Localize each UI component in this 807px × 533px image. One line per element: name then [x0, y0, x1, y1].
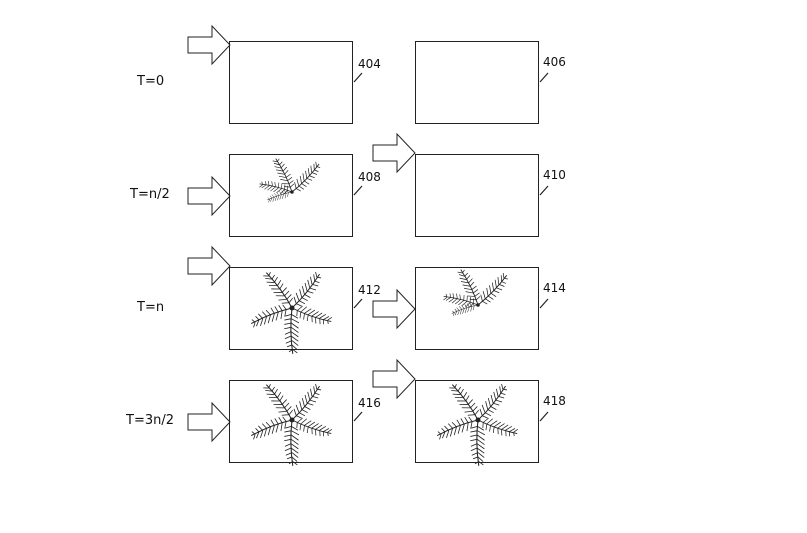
ref-416: 416	[358, 396, 381, 410]
ref-410: 410	[543, 168, 566, 182]
row-label-t-three-half: T=3n/2	[126, 413, 174, 428]
plant-full-418	[436, 379, 520, 467]
row-label-t-half: T=n/2	[130, 187, 170, 202]
frame-414	[415, 267, 539, 350]
frame-412	[229, 267, 353, 350]
arrow-row1-left	[187, 25, 231, 65]
frame-410	[415, 154, 539, 237]
leader-414	[539, 298, 549, 309]
ref-408: 408	[358, 170, 381, 184]
ref-418: 418	[543, 394, 566, 408]
leader-412	[353, 298, 363, 309]
ref-404: 404	[358, 57, 381, 71]
leader-404	[353, 72, 363, 83]
ref-412: 412	[358, 283, 381, 297]
frame-406	[415, 41, 539, 124]
arrow-row4-left	[187, 402, 231, 442]
leader-416	[353, 411, 363, 422]
arrow-row2-left	[187, 176, 231, 216]
leader-408	[353, 185, 363, 196]
leader-418	[539, 411, 549, 422]
row-label-tn: T=n	[137, 300, 165, 315]
ref-414: 414	[543, 281, 566, 295]
leader-410	[539, 185, 549, 196]
plant-sprout-408	[258, 156, 326, 202]
plant-sprout-414	[442, 267, 514, 316]
plant-full-416	[250, 379, 334, 467]
row-label-t0: T=0	[137, 74, 165, 89]
arrow-row4-right	[372, 359, 416, 399]
arrow-row2-right	[372, 133, 416, 173]
ref-406: 406	[543, 55, 566, 69]
plant-full-412	[250, 267, 334, 355]
frame-408	[229, 154, 353, 237]
frame-404	[229, 41, 353, 124]
leader-406	[539, 72, 549, 83]
arrow-row3-left	[187, 246, 231, 286]
